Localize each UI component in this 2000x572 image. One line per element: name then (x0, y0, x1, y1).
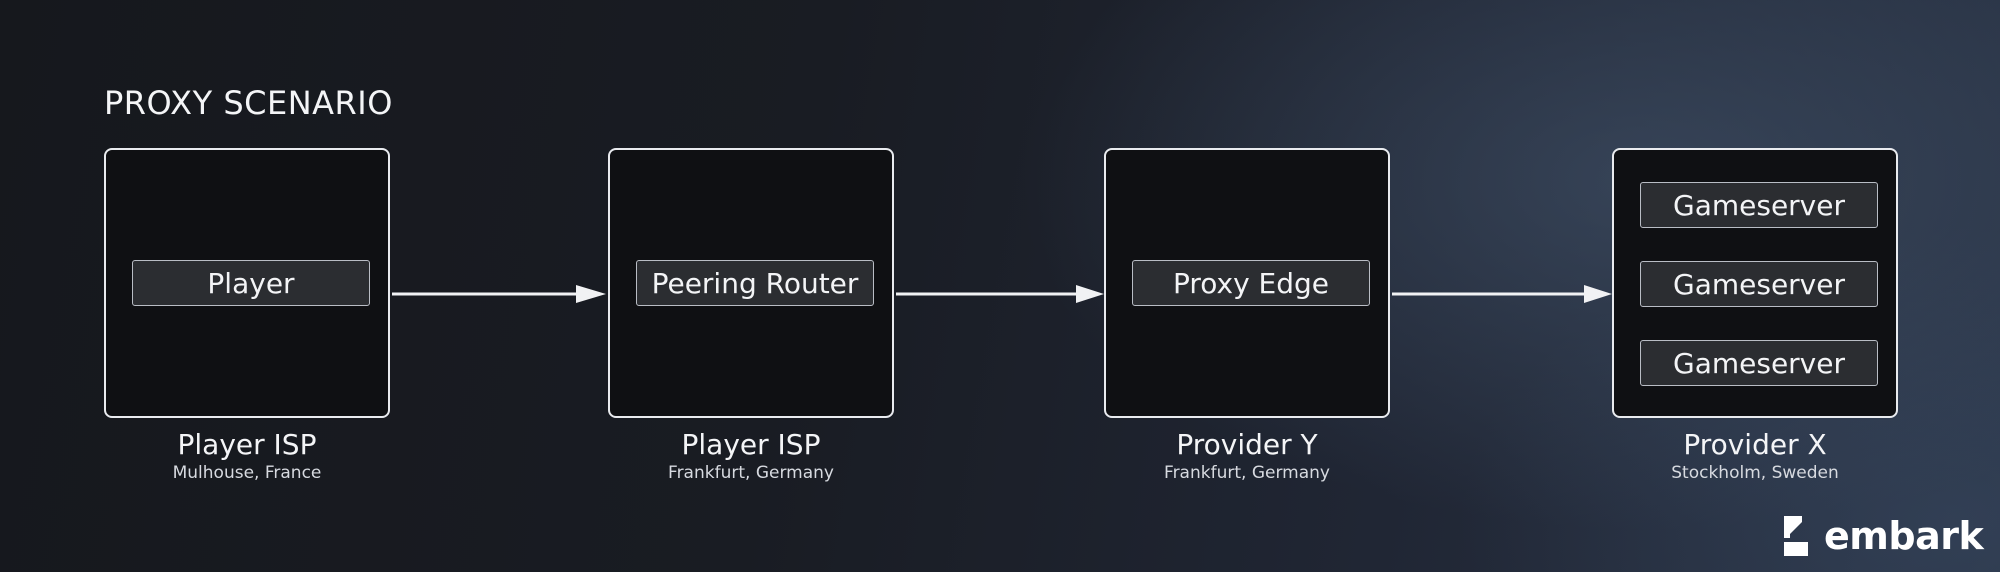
node-name: Player ISP (177, 428, 317, 461)
embark-logo: embark (1780, 514, 1984, 558)
arrowhead (1584, 285, 1612, 303)
logo-text: embark (1824, 514, 1984, 558)
caption-node-2: Player ISP Frankfurt, Germany (581, 428, 921, 484)
arrowhead (1076, 285, 1104, 303)
proxy-edge-block: Proxy Edge (1132, 260, 1370, 306)
caption-node-1: Player ISP Mulhouse, France (77, 428, 417, 484)
node-location: Frankfurt, Germany (668, 463, 834, 483)
node-location: Stockholm, Sweden (1671, 463, 1839, 483)
arrowhead (576, 285, 606, 303)
caption-node-4: Provider X Stockholm, Sweden (1585, 428, 1925, 484)
node-provider-y: Proxy Edge (1104, 148, 1390, 418)
node-name: Provider X (1683, 428, 1827, 461)
node-location: Mulhouse, France (172, 463, 322, 483)
node-provider-x: Gameserver Gameserver Gameserver (1612, 148, 1898, 418)
node-name: Provider Y (1176, 428, 1318, 461)
node-player-isp-frankfurt: Peering Router (608, 148, 894, 418)
embark-mark-icon (1784, 516, 1808, 556)
node-location: Frankfurt, Germany (1164, 463, 1330, 483)
gameserver-block: Gameserver (1640, 182, 1878, 228)
node-player-isp-mulhouse: Player (104, 148, 390, 418)
gameserver-block: Gameserver (1640, 340, 1878, 386)
node-name: Player ISP (681, 428, 821, 461)
gameserver-block: Gameserver (1640, 261, 1878, 307)
caption-node-3: Provider Y Frankfurt, Germany (1077, 428, 1417, 484)
player-block: Player (132, 260, 370, 306)
diagram-title: PROXY SCENARIO (104, 84, 393, 122)
peering-router-block: Peering Router (636, 260, 874, 306)
